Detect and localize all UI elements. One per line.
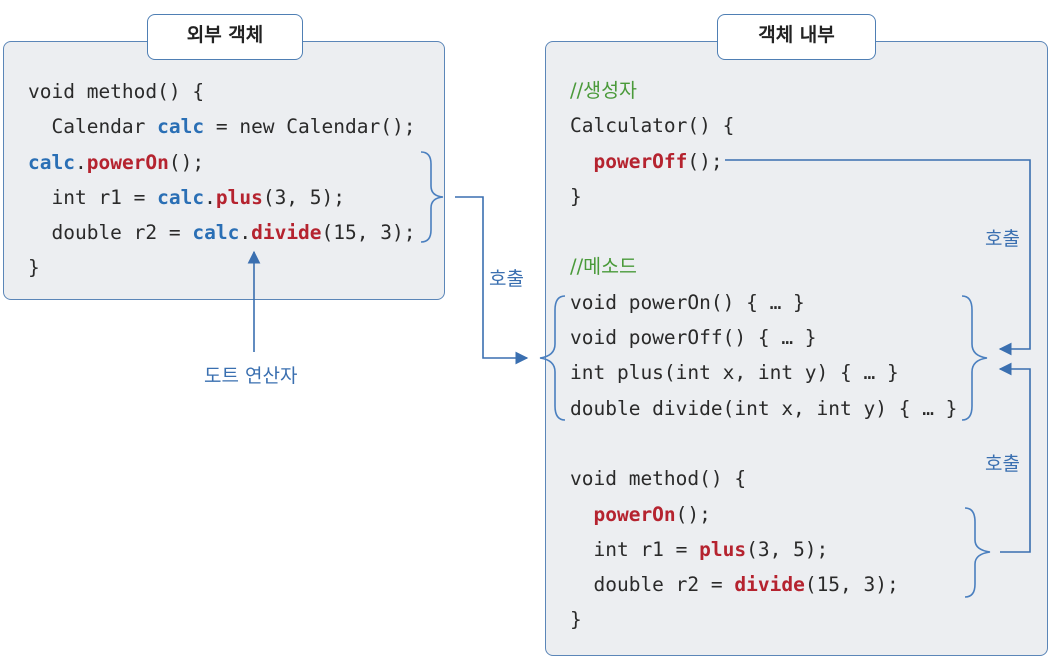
method-name: divide bbox=[734, 573, 805, 597]
code-text: . bbox=[239, 221, 252, 245]
code-text: double divide(int x, int y) { … } bbox=[570, 396, 958, 420]
method-name: powerOff bbox=[593, 149, 688, 173]
method-name: plus bbox=[699, 537, 747, 561]
code-comment: //메소드 bbox=[570, 255, 637, 279]
code-text: int plus(int x, int y) { … } bbox=[570, 361, 899, 385]
code-text: = new Calendar(); bbox=[204, 115, 416, 139]
inner-object-title: 객체 내부 bbox=[717, 14, 876, 60]
code-text: (); bbox=[675, 502, 711, 526]
call-label-lower-right: 호출 bbox=[985, 453, 1020, 475]
code-line: void powerOn() { … } bbox=[570, 285, 957, 320]
code-line: //생성자 bbox=[570, 73, 957, 108]
code-text: (15, 3); bbox=[804, 573, 899, 597]
call-label-middle: 호출 bbox=[489, 268, 524, 290]
object-reference: calc bbox=[157, 185, 205, 209]
object-reference: calc bbox=[192, 221, 240, 245]
code-text: (); bbox=[168, 150, 205, 174]
code-line: powerOn(); bbox=[570, 497, 957, 532]
code-line: int r1 = calc.plus(3, 5); bbox=[28, 180, 415, 215]
inner-left-brace bbox=[539, 295, 566, 421]
code-line: double r2 = calc.divide(15, 3); bbox=[28, 215, 415, 250]
code-text: (3, 5); bbox=[262, 185, 346, 209]
code-text: double r2 = bbox=[570, 573, 735, 597]
code-line: } bbox=[570, 179, 957, 214]
code-line: void method() { bbox=[28, 74, 415, 109]
dot-operator-label: 도트 연산자 bbox=[204, 365, 298, 387]
code-line: void method() { bbox=[570, 461, 957, 496]
code-text: int r1 = bbox=[570, 537, 700, 561]
code-line: double divide(int x, int y) { … } bbox=[570, 391, 957, 426]
method-name: divide bbox=[251, 221, 322, 245]
method-name: powerOn bbox=[593, 502, 676, 526]
code-text: (3, 5); bbox=[746, 537, 829, 561]
code-line: Calendar calc = new Calendar(); bbox=[28, 109, 415, 144]
code-text: void powerOff() { … } bbox=[570, 326, 817, 350]
code-line: Calculator() { bbox=[570, 108, 957, 143]
method-name: powerOn bbox=[86, 150, 169, 174]
call-arrow-upper-right bbox=[725, 159, 1031, 356]
outer-code-block: void method() { Calendar calc = new Cale… bbox=[28, 74, 415, 286]
code-text: Calendar bbox=[28, 115, 158, 139]
code-text: (15, 3); bbox=[321, 221, 416, 245]
code-text: . bbox=[74, 150, 87, 174]
code-text: Calculator() { bbox=[570, 114, 735, 138]
inner-object-panel bbox=[545, 41, 1048, 656]
code-text: void powerOn() { … } bbox=[570, 290, 805, 314]
code-line: void powerOff() { … } bbox=[570, 320, 957, 355]
call-label-upper-right: 호출 bbox=[985, 228, 1020, 250]
call-arrow-middle bbox=[455, 196, 529, 365]
outer-object-title: 외부 객체 bbox=[147, 14, 303, 60]
outer-object-panel bbox=[3, 41, 445, 300]
code-text: . bbox=[204, 185, 216, 209]
object-reference: calc bbox=[28, 150, 75, 174]
code-text: } bbox=[570, 184, 582, 208]
code-line: } bbox=[28, 250, 415, 285]
code-text: (); bbox=[687, 149, 723, 173]
code-line: int plus(int x, int y) { … } bbox=[570, 355, 957, 390]
code-line: //메소드 bbox=[570, 249, 957, 284]
code-text: void method() { bbox=[28, 80, 205, 103]
code-line: int r1 = plus(3, 5); bbox=[570, 532, 957, 567]
code-text: } bbox=[570, 608, 582, 632]
code-text: } bbox=[28, 256, 40, 280]
method-name: plus bbox=[215, 185, 263, 209]
inner-right-brace bbox=[961, 295, 988, 421]
code-text: int r1 = bbox=[28, 185, 158, 209]
code-line: calc.powerOn(); bbox=[28, 145, 415, 180]
code-line: double r2 = divide(15, 3); bbox=[570, 567, 957, 602]
code-line: powerOff(); bbox=[570, 144, 957, 179]
code-comment: //생성자 bbox=[570, 79, 637, 102]
code-text: double r2 = bbox=[28, 221, 193, 245]
code-line: } bbox=[570, 602, 957, 637]
outer-brace bbox=[420, 151, 444, 243]
method-body-brace bbox=[964, 507, 991, 598]
object-reference: calc bbox=[157, 115, 205, 139]
code-text: void method() { bbox=[570, 467, 747, 491]
call-arrow-lower-right bbox=[998, 362, 1031, 553]
